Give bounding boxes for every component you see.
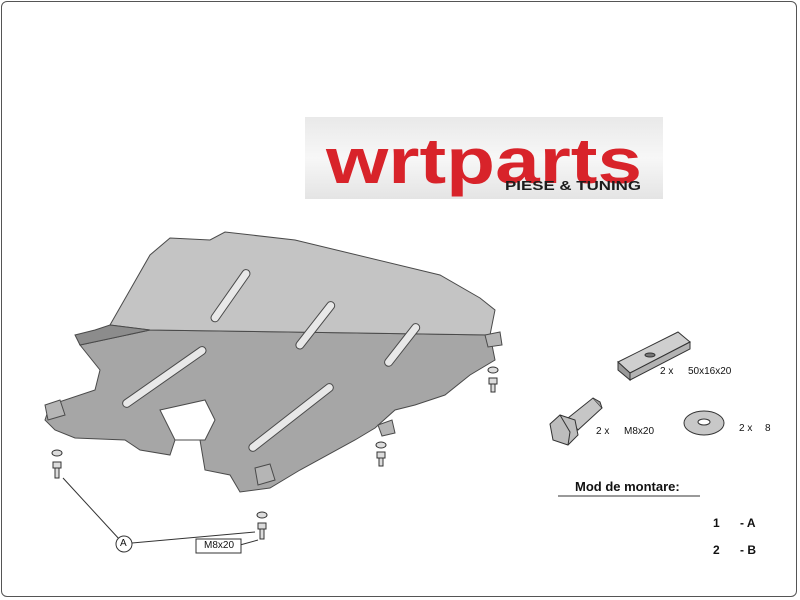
washer-qty: 2 x [739, 423, 753, 434]
callout-leaders [62, 477, 259, 546]
bolt-right [487, 366, 499, 393]
ventilation-slots [122, 269, 421, 452]
plate-qty: 2 x [660, 366, 674, 377]
skid-plate-top [109, 231, 496, 336]
bolt-left [51, 449, 63, 479]
plate-size: 50x16x20 [688, 366, 732, 377]
bolt-bottom [256, 511, 268, 540]
logo-banner [305, 117, 663, 199]
spacer-plate-icon [617, 331, 691, 382]
callout-circle [115, 535, 133, 553]
mounting-step-2-num: 2 [713, 543, 720, 557]
skid-plate-side [74, 324, 151, 346]
mounting-tabs [44, 331, 503, 486]
mounting-step-1-num: 1 [713, 516, 720, 530]
hex-bolt-icon [549, 397, 603, 446]
bolt-mid [375, 441, 387, 467]
skid-plate-cutout [159, 399, 216, 441]
bolt-size: M8x20 [624, 426, 655, 437]
mounting-step-2-code: - B [740, 543, 756, 557]
callout-letter: A [120, 538, 127, 549]
bolt-qty: 2 x [596, 426, 610, 437]
callout-bolt-label: M8x20 [204, 540, 235, 551]
mounting-step-1-code: - A [740, 516, 756, 530]
mounting-title: Mod de montare: [575, 479, 680, 494]
washer-size: 8 [765, 423, 771, 434]
logo-main-text: wrtparts [325, 125, 642, 197]
bolt-callout-box [195, 538, 242, 554]
washer-icon [683, 410, 725, 436]
logo-sub-text: PIESE & TUNING [505, 178, 641, 193]
